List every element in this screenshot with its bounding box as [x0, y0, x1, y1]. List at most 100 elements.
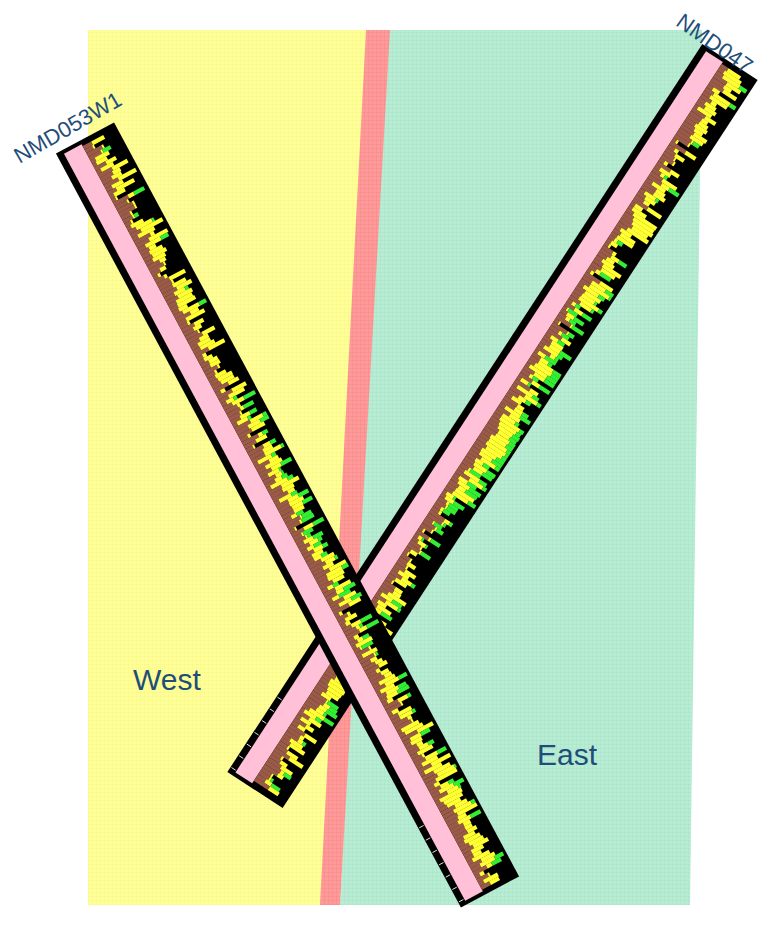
log-bar — [159, 265, 166, 272]
log-bar — [208, 338, 226, 350]
log-bar — [366, 619, 380, 629]
log-bar — [684, 151, 696, 161]
depth-tick — [277, 697, 281, 700]
log-bar — [410, 583, 416, 589]
log-bar — [341, 563, 349, 570]
log-bar — [420, 727, 431, 735]
log-bar — [646, 207, 662, 219]
log-bar — [160, 232, 169, 240]
log-bar — [581, 313, 592, 322]
log-bar — [227, 376, 239, 385]
depth-tick — [452, 887, 456, 889]
log-bar — [277, 773, 285, 780]
log-bar — [288, 757, 304, 769]
log-bar — [133, 212, 139, 218]
depth-tick — [459, 899, 463, 901]
depth-tick — [439, 862, 443, 864]
depth-tick — [262, 721, 266, 724]
log-bar — [113, 187, 126, 197]
log-bar — [198, 298, 207, 305]
log-bar — [217, 364, 221, 369]
log-bar — [453, 763, 457, 768]
depth-tick — [426, 838, 430, 840]
log-bar — [442, 523, 447, 528]
log-bar — [201, 325, 215, 335]
domain-label: East — [537, 740, 597, 770]
log-bar — [610, 241, 619, 249]
log-bar — [283, 772, 292, 780]
depth-tick — [239, 756, 243, 759]
log-bar — [397, 694, 408, 703]
log-bar — [590, 309, 595, 314]
log-bar — [424, 545, 428, 550]
log-bar — [420, 551, 431, 560]
log-bar — [442, 509, 451, 517]
depth-tick — [254, 732, 258, 735]
log-bar — [297, 489, 309, 498]
log-bar — [481, 486, 487, 492]
log-bar — [325, 709, 338, 719]
depth-tick — [419, 825, 423, 827]
log-bar — [480, 881, 491, 890]
log-bar — [448, 522, 453, 527]
log-bar — [312, 517, 324, 526]
log-bar — [334, 555, 339, 560]
log-bar — [259, 415, 269, 423]
log-bar — [133, 186, 145, 195]
log-bar — [397, 684, 410, 694]
log-bar — [687, 143, 691, 148]
log-bar — [668, 188, 680, 198]
log-bar — [435, 528, 444, 536]
log-bar — [243, 390, 256, 400]
log-bar — [457, 784, 461, 789]
log-bar — [616, 235, 634, 249]
log-bar — [543, 379, 555, 389]
depth-tick — [247, 744, 251, 747]
log-bar — [571, 325, 584, 336]
log-bar — [348, 597, 361, 607]
log-bar — [536, 403, 542, 409]
domain-label: West — [133, 665, 201, 695]
drill-core-log — [56, 122, 519, 907]
log-bar — [437, 746, 448, 754]
log-bar — [344, 612, 357, 622]
drill-core-log — [227, 44, 757, 808]
log-bar — [398, 672, 408, 680]
depth-band — [64, 144, 483, 900]
log-bar — [117, 168, 137, 181]
log-bar — [672, 162, 676, 167]
log-bar — [116, 178, 136, 191]
log-bar — [301, 513, 315, 523]
log-bar — [519, 415, 531, 425]
log-bar — [608, 297, 612, 302]
log-bar — [305, 724, 315, 732]
log-bar — [467, 501, 477, 509]
log-bar — [491, 857, 502, 866]
log-bar — [489, 876, 500, 885]
log-bar — [304, 733, 318, 744]
log-bar — [269, 438, 276, 445]
log-bar — [494, 466, 500, 472]
log-bar — [91, 135, 105, 145]
log-bar — [254, 777, 270, 790]
log-bar — [280, 443, 285, 448]
log-bar — [322, 542, 329, 548]
depth-tick — [231, 767, 235, 770]
log-bar — [380, 611, 393, 621]
log-bar — [597, 309, 603, 315]
log-bar — [396, 608, 401, 613]
log-bar — [672, 162, 676, 167]
log-bar — [163, 261, 167, 266]
log-bar — [578, 296, 600, 312]
log-bar — [251, 421, 266, 432]
log-bar — [481, 472, 493, 482]
log-bar — [411, 708, 416, 713]
log-bar — [525, 400, 532, 407]
log-bar — [332, 574, 345, 584]
log-bar — [323, 717, 334, 726]
log-bar — [375, 651, 379, 656]
core-log-frame — [227, 44, 757, 808]
log-bar — [692, 141, 701, 149]
depth-tick — [270, 709, 274, 712]
